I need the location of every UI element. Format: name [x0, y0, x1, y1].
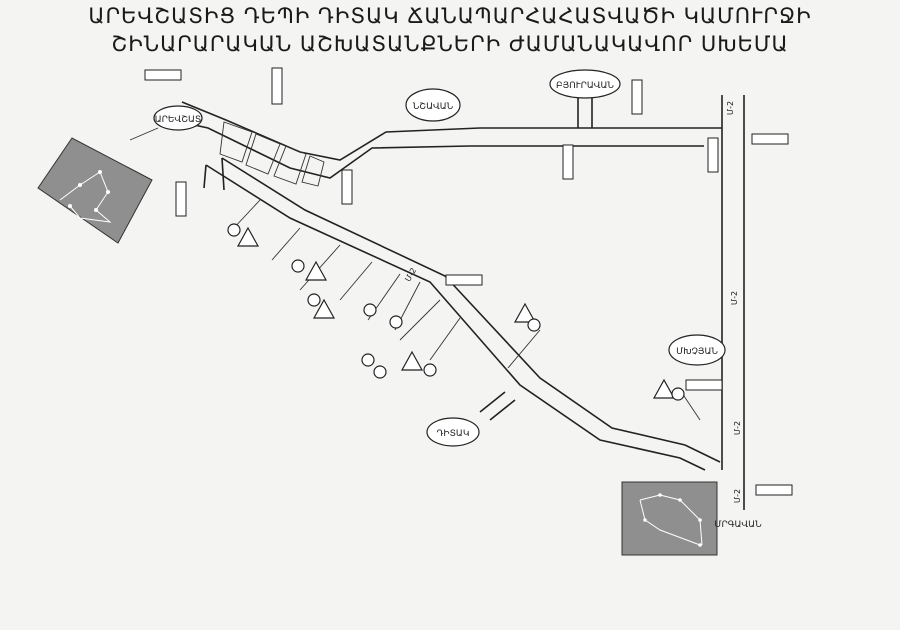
- place-label-mrgavan: ՄՐԳԱՎԱՆ: [714, 520, 762, 530]
- place-oval-arevshat: [153, 105, 203, 131]
- place-oval-mkhchyan: [668, 334, 726, 366]
- road-code-label: Մ-2: [733, 489, 742, 503]
- place-oval-nshavan: [405, 88, 461, 122]
- map-title-line-2: ՇԻՆԱՐԱՐԱԿԱՆ ԱՇԽԱՏԱՆՔՆԵՐԻ ԺԱՄԱՆԱԿԱՎՈՐ ՍԽԵ…: [111, 32, 789, 56]
- direction-arrow-sign-icon: [144, 67, 793, 496]
- road-code-label: Մ-2: [733, 421, 742, 435]
- main-road: [171, 95, 745, 510]
- road-code-label: Մ-2: [726, 101, 735, 115]
- place-label-arevshat: ԱՐԵՎՇԱՏ: [155, 115, 202, 125]
- road-code-label: Մ-2: [403, 266, 418, 283]
- place-oval-byuravan: [549, 69, 621, 99]
- place-label-byuravan: ԲՅՈՒՐԱՎԱՆ: [556, 81, 614, 91]
- place-oval-ditak: [426, 417, 480, 447]
- speed-limit-sign-icon: [307, 293, 437, 379]
- place-label-nshavan: ՆՇԱՎԱՆ: [413, 102, 454, 112]
- map-title-line-1: ԱՐԵՎՇԱՏԻՑ ԴԵՊԻ ԴԻՏԱԿ ՃԱՆԱՊԱՐՀԱՀԱՏՎԱԾԻ ԿԱ…: [88, 4, 812, 28]
- sign-leader-lines: [129, 127, 701, 421]
- warning-triangle-icon: [236, 226, 676, 399]
- inset-map-right: [621, 481, 718, 556]
- inset-map-left: [37, 137, 153, 244]
- construction-zone: [219, 121, 325, 187]
- place-label-mkhchyan: ՄԽՉՅԱՆ: [676, 347, 718, 357]
- no-entry-sign-icon: [227, 223, 685, 401]
- place-label-ditak: ԴԻՏԱԿ: [437, 429, 470, 439]
- road-code-label: Մ-2: [730, 291, 739, 305]
